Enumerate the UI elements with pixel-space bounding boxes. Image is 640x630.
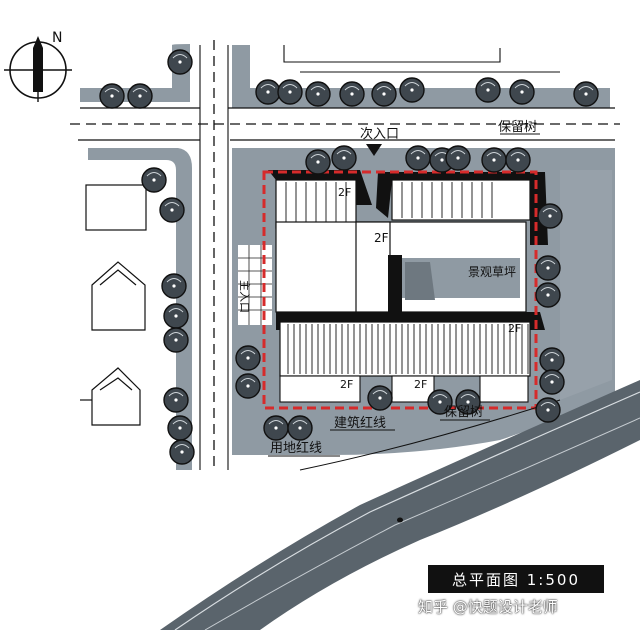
tree-icon	[263, 415, 289, 441]
tree-icon	[509, 79, 535, 105]
tree-icon	[535, 397, 561, 423]
tree-icon	[535, 255, 561, 281]
tree-icon	[159, 197, 185, 223]
tree-icon	[305, 81, 331, 107]
floor-2f-bottom-mid: 2F	[414, 378, 427, 391]
tree-icon	[235, 345, 261, 371]
north-label: N	[52, 30, 62, 46]
tree-icon	[505, 147, 531, 173]
tree-icon	[169, 439, 195, 465]
tree-icon	[537, 203, 563, 229]
label-site-redline: 用地红线	[270, 440, 322, 456]
tree-icon	[455, 389, 481, 415]
entrance-arrow	[366, 144, 382, 156]
tree-icon	[163, 327, 189, 353]
tree-icon	[255, 79, 281, 105]
tree-icon	[445, 145, 471, 171]
tree-icon	[573, 81, 599, 107]
north-compass	[4, 36, 72, 102]
floor-2f-center: 2F	[374, 231, 389, 245]
tree-icon	[475, 77, 501, 103]
entrance-plaza	[238, 245, 272, 325]
tree-icon	[535, 282, 561, 308]
trees	[99, 49, 599, 465]
label-main-entrance: 主入口	[238, 280, 251, 313]
neighbor-houses	[80, 184, 147, 426]
watermark: 知乎 @快题设计老师	[418, 598, 558, 616]
red-line	[262, 170, 538, 410]
tree-icon	[427, 389, 453, 415]
tree-icon	[167, 49, 193, 75]
tree-icon	[277, 79, 303, 105]
tree-icon	[399, 77, 425, 103]
tree-icon	[167, 415, 193, 441]
tree-icon	[539, 369, 565, 395]
label-building-redline: 建筑红线	[334, 415, 386, 431]
tree-icon	[539, 347, 565, 373]
tree-icon	[331, 145, 357, 171]
tree-icon	[163, 387, 189, 413]
tree-icon	[405, 145, 431, 171]
tree-icon	[305, 149, 331, 175]
tree-icon	[287, 415, 313, 441]
drawing-title: 总平面图 1:500	[428, 565, 604, 593]
tree-icon	[481, 147, 507, 173]
tree-icon	[141, 167, 167, 193]
tree-icon	[127, 83, 153, 109]
leader-lines	[268, 133, 540, 457]
label-preserved-trees-bottom: 保留树	[444, 405, 483, 420]
river	[160, 380, 640, 630]
tree-icon	[367, 385, 393, 411]
buildings	[268, 170, 548, 403]
floor-2f-right: 2F	[508, 322, 521, 335]
tree-icon	[371, 81, 397, 107]
label-landscape-lawn: 景观草坪	[468, 265, 516, 279]
label-secondary-entrance: 次入口	[360, 126, 399, 142]
tree-icon	[339, 81, 365, 107]
floor-2f-left: 2F	[338, 186, 351, 199]
label-preserved-trees-top: 保留树	[498, 120, 537, 135]
tree-icon	[163, 303, 189, 329]
floor-2f-bottom-left: 2F	[340, 378, 353, 391]
tree-icon	[99, 83, 125, 109]
tree-icon	[161, 273, 187, 299]
tree-icon	[235, 373, 261, 399]
